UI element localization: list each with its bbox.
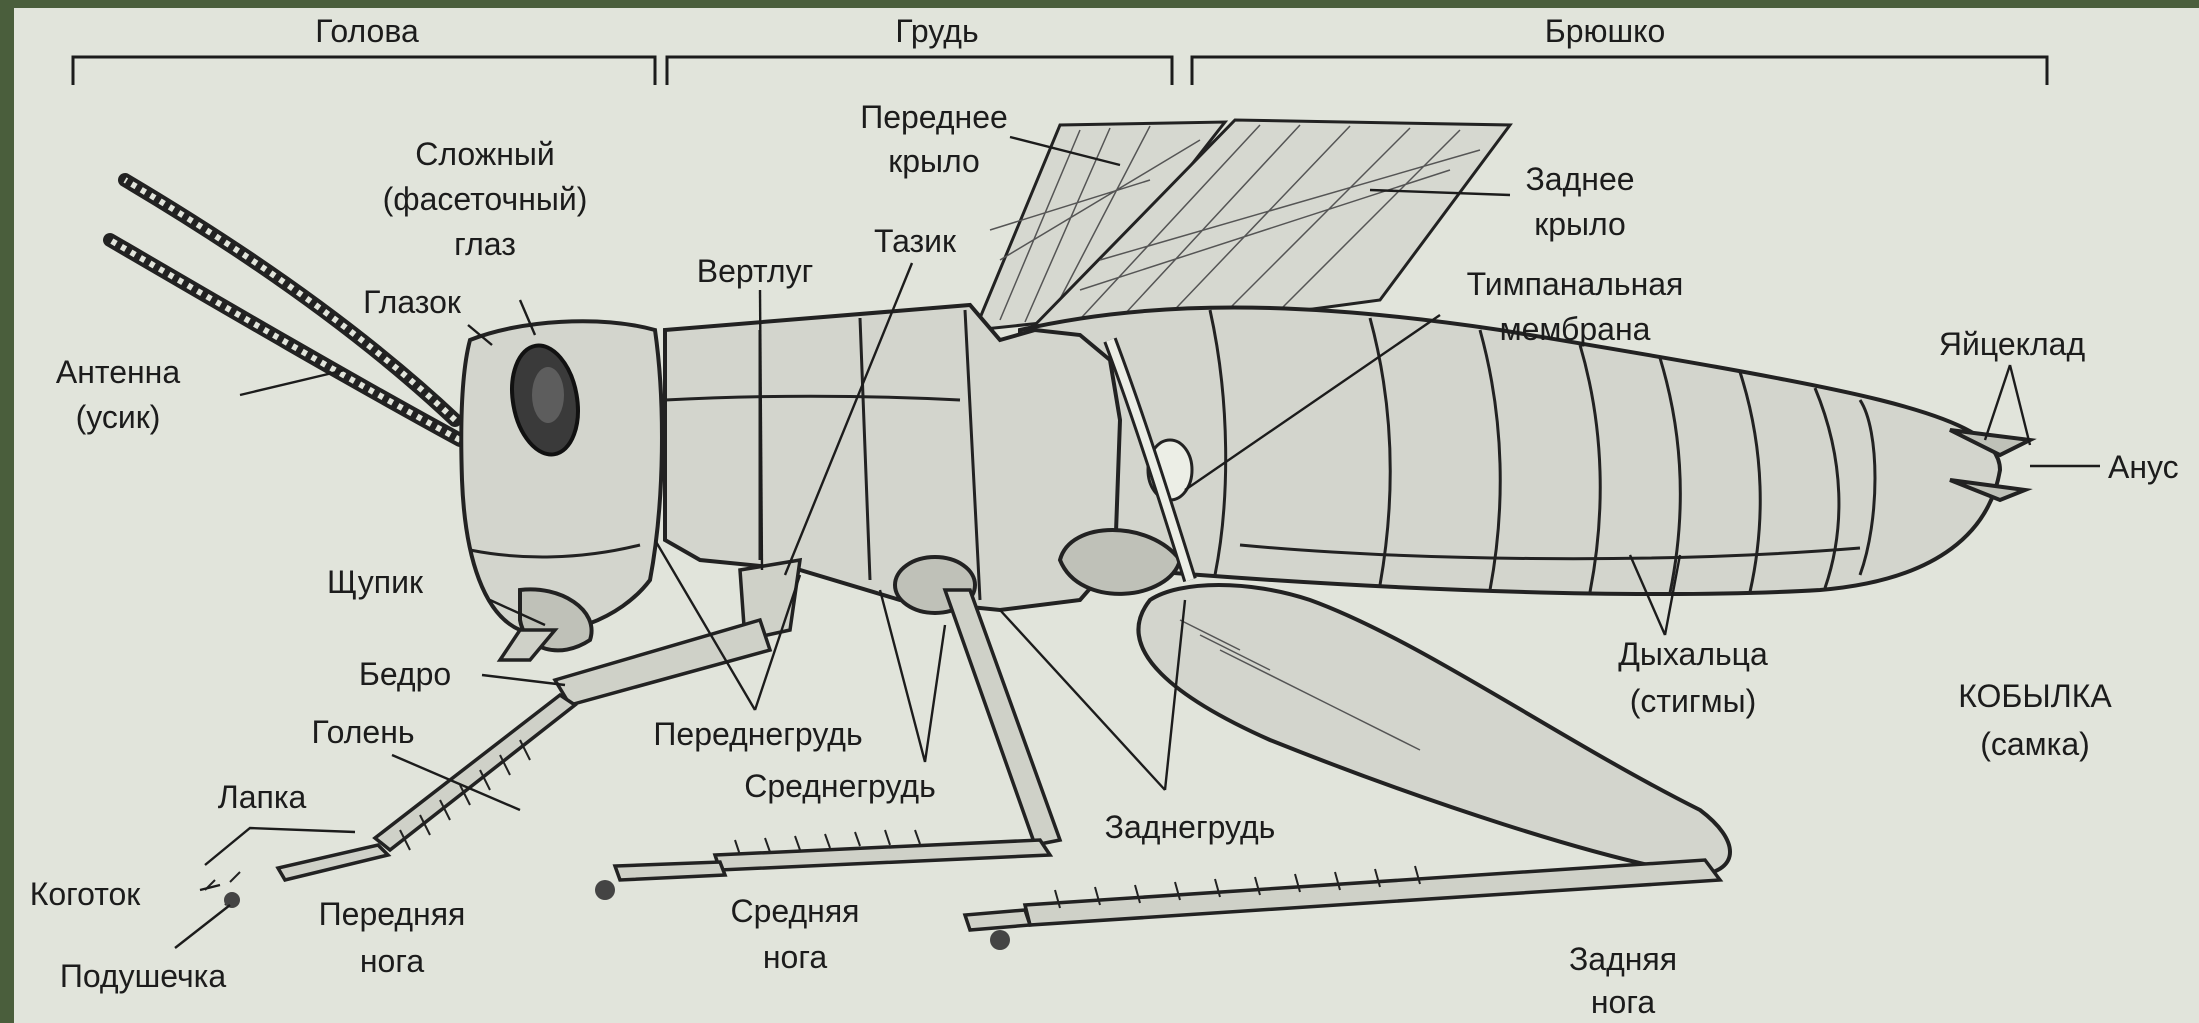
label-tarsus: Лапка (218, 779, 307, 815)
thorax-bracket (667, 57, 1172, 85)
label-compound-eye-2: (фасеточный) (383, 181, 588, 217)
head-drawing (461, 321, 662, 660)
section-label-head: Голова (315, 13, 419, 49)
label-forewing-1: Переднее (860, 99, 1008, 135)
hind-leg-drawing (965, 585, 1730, 950)
label-hindwing-2: крыло (1534, 206, 1626, 242)
label-tympanum-2: мембрана (1500, 311, 1651, 347)
label-mesothorax: Среднегрудь (744, 768, 936, 804)
section-brackets (73, 57, 2047, 85)
label-compound-eye-3: глаз (454, 226, 516, 262)
label-claw: Коготок (30, 876, 142, 912)
label-coxa: Тазик (874, 223, 957, 259)
label-antenna-1: Антенна (56, 354, 180, 390)
abdomen-bracket (1192, 57, 2047, 85)
label-hindwing-1: Заднее (1525, 161, 1634, 197)
label-ocellus: Глазок (363, 284, 462, 320)
section-label-abdomen: Брюшко (1545, 13, 1666, 49)
label-femur: Бедро (359, 656, 451, 692)
diagram-panel: Голова Грудь Брюшко (14, 8, 2199, 1023)
label-tympanum-1: Тимпанальная (1467, 266, 1684, 302)
label-trochanter: Вертлуг (697, 253, 814, 289)
label-species-2: (самка) (1980, 726, 2090, 762)
label-pad: Подушечка (60, 958, 227, 994)
label-middle-leg-1: Средняя (731, 893, 860, 929)
section-label-thorax: Грудь (895, 13, 978, 49)
head-bracket (73, 57, 655, 85)
label-forewing-2: крыло (888, 143, 980, 179)
label-compound-eye-1: Сложный (415, 136, 555, 172)
grasshopper-diagram: Голова Грудь Брюшко (14, 8, 2199, 1023)
label-front-leg-2: нога (360, 943, 424, 979)
grasshopper-illustration (110, 120, 2030, 950)
label-hind-leg-1: Задняя (1569, 941, 1677, 977)
label-ovipositor: Яйцеклад (1939, 326, 2086, 362)
label-front-leg-1: Передняя (319, 896, 466, 932)
label-prothorax: Переднегрудь (653, 716, 862, 752)
label-spiracles-2: (стигмы) (1630, 683, 1757, 719)
label-anus: Анус (2108, 449, 2179, 485)
label-tibia: Голень (311, 714, 414, 750)
label-spiracles-1: Дыхальца (1618, 636, 1768, 672)
label-hind-leg-2: нога (1591, 984, 1655, 1020)
label-antenna-2: (усик) (76, 399, 161, 435)
label-middle-leg-2: нога (763, 939, 827, 975)
label-species-1: КОБЫЛКА (1958, 678, 2112, 714)
label-metathorax: Заднегрудь (1105, 809, 1276, 845)
label-palp: Щупик (327, 564, 424, 600)
